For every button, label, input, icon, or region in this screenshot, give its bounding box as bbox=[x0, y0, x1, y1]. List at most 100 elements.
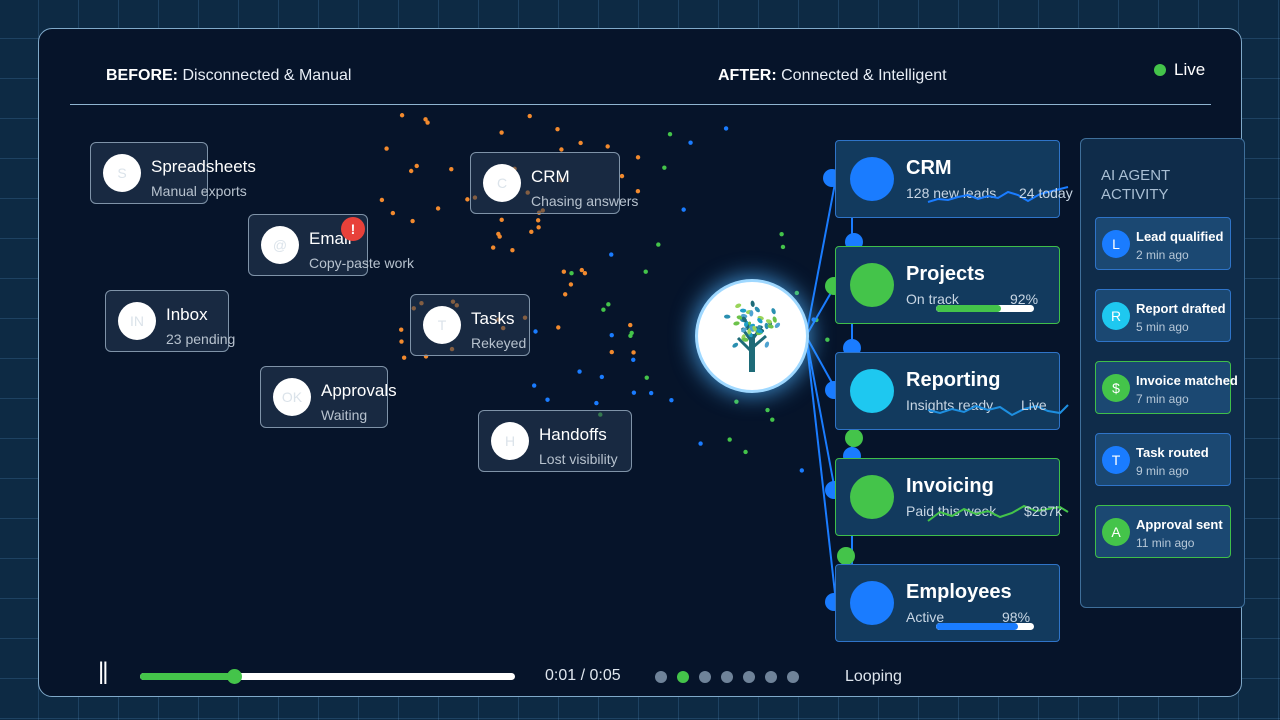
invoice-icon: $ bbox=[1102, 374, 1130, 402]
agent-label: Report drafted bbox=[1136, 301, 1226, 316]
agent-time: 5 min ago bbox=[1136, 320, 1189, 334]
legacy-title: Spreadsheets bbox=[151, 157, 256, 176]
ai-agent-activity-panel: AI AGENT ACTIVITY L Lead qualified 2 min… bbox=[1080, 138, 1245, 608]
playback-scrubber-handle[interactable] bbox=[226, 669, 242, 684]
agent-label: Task routed bbox=[1136, 445, 1209, 460]
crm-icon: C bbox=[483, 164, 521, 202]
employees-progress-bar bbox=[936, 623, 1034, 630]
reporting-status-icon bbox=[850, 369, 894, 413]
system-card-reporting[interactable]: Reporting Insights ready Live bbox=[835, 352, 1069, 430]
reporting-sparkline bbox=[927, 404, 1069, 417]
legacy-card-email: @ Email Copy-paste work ! bbox=[248, 214, 414, 276]
legacy-card-crm: C CRM Chasing answers bbox=[470, 152, 638, 214]
header-divider bbox=[70, 104, 1211, 105]
agent-item-invoice-matched[interactable]: $ Invoice matched 7 min ago bbox=[1095, 361, 1238, 414]
playback-progress-track[interactable] bbox=[140, 669, 515, 684]
pause-icon[interactable]: || bbox=[98, 658, 109, 685]
agent-label: Lead qualified bbox=[1136, 229, 1224, 244]
agent-item-approval-sent[interactable]: A Approval sent 11 min ago bbox=[1095, 505, 1231, 558]
legacy-subtitle: Copy-paste work bbox=[309, 255, 415, 271]
scene-dot[interactable] bbox=[765, 671, 777, 683]
tree-leaf bbox=[774, 322, 781, 329]
scene-dot[interactable] bbox=[743, 671, 755, 683]
email-icon: @ bbox=[261, 226, 299, 264]
agent-item-lead-qualified[interactable]: L Lead qualified 2 min ago bbox=[1095, 217, 1231, 270]
system-title: Employees bbox=[906, 581, 1012, 603]
before-heading: BEFORE: Disconnected & Manual bbox=[106, 67, 352, 84]
system-card-employees[interactable]: Employees Active 98% bbox=[835, 564, 1060, 642]
tree-leaf bbox=[764, 322, 769, 330]
legacy-subtitle: Waiting bbox=[321, 407, 368, 423]
invoicing-status-icon bbox=[850, 475, 894, 519]
looping-label: Looping bbox=[845, 668, 902, 685]
tree-leaf bbox=[742, 337, 749, 342]
tree-leaf bbox=[757, 318, 763, 324]
live-dot-icon bbox=[1154, 64, 1166, 76]
employees-status-icon bbox=[850, 581, 894, 625]
live-indicator: Live bbox=[1154, 60, 1205, 80]
legacy-title: Email bbox=[309, 229, 352, 248]
handoffs-icon: H bbox=[491, 422, 529, 460]
alert-badge: ! bbox=[341, 217, 365, 241]
legacy-card-handoffs: H Handoffs Lost visibility bbox=[478, 410, 632, 472]
report-icon: R bbox=[1102, 302, 1130, 330]
system-card-crm[interactable]: CRM 128 new leads 24 today bbox=[835, 140, 1073, 218]
scene-dots bbox=[655, 671, 799, 683]
lead-icon: L bbox=[1102, 230, 1130, 258]
tree-leaf bbox=[724, 314, 731, 319]
system-title: CRM bbox=[906, 157, 952, 179]
agent-activity-title: AI AGENT ACTIVITY bbox=[1101, 167, 1170, 203]
scene-dot[interactable] bbox=[677, 671, 689, 683]
tree-leaf bbox=[736, 315, 743, 320]
system-card-projects[interactable]: Projects On track 92% bbox=[835, 246, 1060, 324]
legacy-subtitle: 23 pending bbox=[166, 331, 236, 347]
system-subtitle: Active bbox=[906, 609, 945, 625]
system-title: Invoicing bbox=[906, 475, 994, 497]
tree-leaf bbox=[739, 308, 747, 313]
agent-item-task-routed[interactable]: T Task routed 9 min ago bbox=[1095, 433, 1231, 486]
agent-item-report-drafted[interactable]: R Report drafted 5 min ago bbox=[1095, 289, 1231, 342]
approval-icon: A bbox=[1102, 518, 1130, 546]
system-value: 92% bbox=[1010, 291, 1039, 307]
crm-sparkline bbox=[927, 186, 1069, 203]
tree-leaf bbox=[767, 324, 774, 329]
task-icon: T bbox=[1102, 446, 1130, 474]
system-card-invoicing[interactable]: Invoicing Paid this week $287k bbox=[835, 458, 1069, 536]
legacy-title: Handoffs bbox=[539, 425, 607, 444]
tree-leaf bbox=[752, 325, 758, 332]
legacy-title: Tasks bbox=[471, 309, 515, 328]
tree-leaf bbox=[750, 300, 755, 307]
agent-time: 9 min ago bbox=[1136, 464, 1189, 478]
tree-logo-icon bbox=[724, 300, 781, 372]
tree-leaf bbox=[756, 328, 763, 334]
scene-dot[interactable] bbox=[721, 671, 733, 683]
playback-time: 0:01 / 0:05 bbox=[545, 667, 621, 684]
system-value: 24 today bbox=[1019, 185, 1073, 201]
system-value: 98% bbox=[1002, 609, 1031, 625]
crm-status-icon bbox=[850, 157, 894, 201]
hub-tree-logo-icon bbox=[698, 282, 806, 390]
agent-time: 7 min ago bbox=[1136, 392, 1189, 406]
system-title: Projects bbox=[906, 263, 985, 285]
agent-time: 11 min ago bbox=[1136, 536, 1195, 550]
scene-dot[interactable] bbox=[699, 671, 711, 683]
tree-leaf bbox=[733, 321, 740, 326]
invoicing-sparkline bbox=[927, 504, 1069, 522]
agent-label: Invoice matched bbox=[1136, 373, 1238, 388]
tree-leaf bbox=[771, 308, 776, 315]
inbox-icon: IN bbox=[118, 302, 156, 340]
legacy-title: Inbox bbox=[166, 305, 208, 324]
tree-leaf bbox=[741, 316, 747, 323]
scene-dot[interactable] bbox=[655, 671, 667, 683]
tree-leaf bbox=[772, 316, 777, 323]
legacy-card-tasks: T Tasks Rekeyed bbox=[410, 294, 530, 356]
tree-leaf bbox=[765, 319, 772, 324]
scene-dot[interactable] bbox=[787, 671, 799, 683]
tree-leaf bbox=[754, 306, 760, 313]
tree-leaf bbox=[749, 310, 754, 317]
approvals-icon: OK bbox=[273, 378, 311, 416]
agent-label: Approval sent bbox=[1136, 517, 1223, 532]
live-label: Live bbox=[1174, 60, 1206, 79]
tree-leaf bbox=[735, 303, 742, 308]
legacy-title: Approvals bbox=[321, 381, 397, 400]
